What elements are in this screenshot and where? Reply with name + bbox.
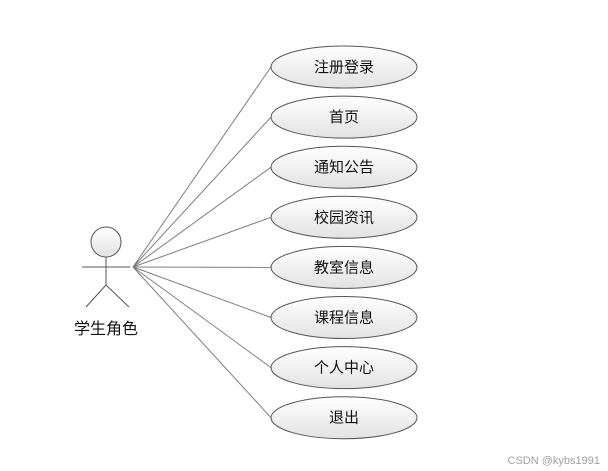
use-case-ellipse [270, 396, 418, 440]
actor-left-leg [85, 284, 107, 308]
use-case-ellipse [270, 245, 418, 289]
use-case-label: 教室信息 [314, 258, 374, 276]
use-case-ellipse [270, 45, 418, 89]
use-case-label: 通知公告 [314, 158, 374, 176]
association-line [132, 66, 272, 268]
use-case-label: 个人中心 [314, 359, 374, 377]
use-case-ellipse [270, 195, 418, 239]
use-case: 退出 [270, 396, 418, 440]
association-line [132, 116, 272, 268]
use-case: 通知公告 [270, 145, 418, 189]
use-case: 个人中心 [270, 346, 418, 390]
actor-student: 学生角色 [74, 226, 138, 338]
use-case-label: 退出 [329, 409, 359, 427]
use-case: 校园资讯 [270, 195, 418, 239]
association-line [132, 266, 272, 318]
use-case-label: 注册登录 [314, 58, 374, 76]
association-line [132, 266, 272, 419]
use-case-label: 课程信息 [314, 309, 374, 327]
use-case-ellipse [270, 346, 418, 390]
actor-head [90, 226, 122, 258]
use-case: 注册登录 [270, 45, 418, 89]
association-line [132, 216, 272, 268]
use-case-label: 首页 [329, 108, 359, 126]
use-case-label: 校园资讯 [314, 208, 374, 226]
watermark: CSDN @kybs1991 [507, 455, 600, 467]
use-case-ellipse [270, 145, 418, 189]
use-case: 课程信息 [270, 296, 418, 339]
actor-label: 学生角色 [74, 319, 138, 338]
association-lines [132, 66, 272, 419]
actor-right-leg [105, 284, 130, 308]
association-line [132, 266, 272, 369]
use-case: 教室信息 [270, 245, 418, 289]
association-line [132, 166, 272, 268]
use-case: 首页 [270, 95, 418, 139]
use-case-ellipse [270, 95, 418, 139]
use-case-ellipse [270, 296, 418, 339]
